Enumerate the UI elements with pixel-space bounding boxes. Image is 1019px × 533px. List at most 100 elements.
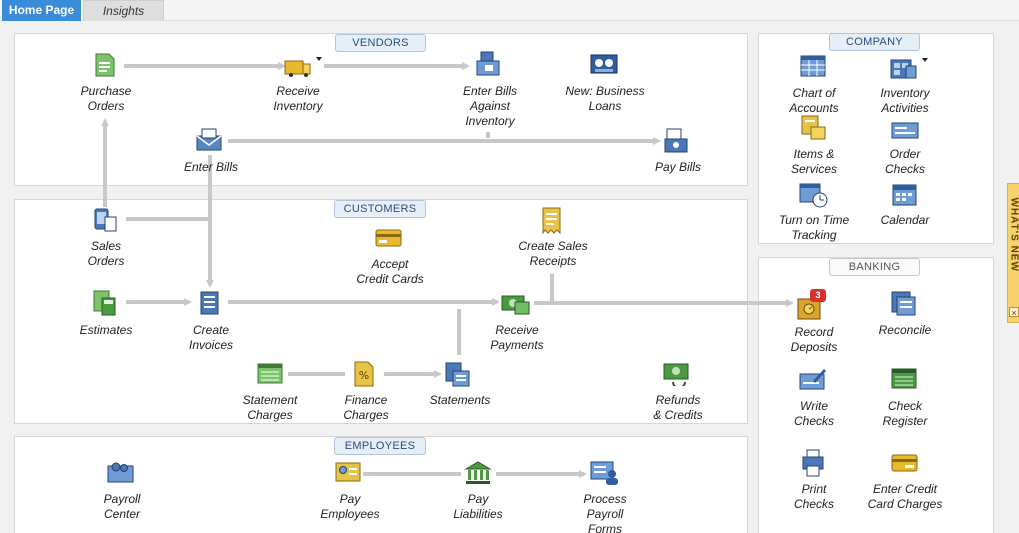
- reconcile-label: Reconcile: [878, 323, 932, 337]
- statements-label: Statements: [429, 393, 491, 407]
- whats-new-side-tab[interactable]: WHAT'S NEW ×: [1007, 183, 1019, 323]
- bank-icon[interactable]: [464, 460, 492, 491]
- record-deposits-count-badge: 3: [810, 289, 826, 302]
- paycheck-icon[interactable]: [335, 461, 363, 490]
- record-deposits[interactable]: Record Deposits: [774, 325, 854, 355]
- write-check-icon[interactable]: [799, 367, 827, 396]
- tab-home-page[interactable]: Home Page: [2, 0, 81, 21]
- tab-insights[interactable]: Insights: [83, 0, 164, 21]
- purchase-orders[interactable]: Purchase Orders: [63, 84, 149, 114]
- new-business-loans-label: New: Business Loans: [565, 84, 645, 113]
- finance-charges[interactable]: Finance Charges: [326, 393, 406, 423]
- process-payroll-forms-label: Process Payroll Forms: [583, 492, 627, 533]
- enter-bills[interactable]: Enter Bills: [170, 160, 252, 175]
- inventory-activities[interactable]: Inventory Activities: [864, 86, 946, 116]
- enter-bills-against-inventory[interactable]: Enter Bills Against Inventory: [444, 84, 536, 129]
- section-company: COMPANY: [829, 33, 920, 51]
- inventory-activities-dropdown[interactable]: [922, 58, 928, 62]
- pay-bills-label: Pay Bills: [654, 160, 701, 174]
- order-checks[interactable]: Order Checks: [865, 147, 945, 177]
- items-icon[interactable]: [801, 115, 827, 146]
- statement-icon[interactable]: [445, 362, 471, 393]
- whats-new-label: WHAT'S NEW: [1008, 197, 1019, 272]
- receive-inventory[interactable]: Receive Inventory: [252, 84, 344, 114]
- pay-employees-label: Pay Employees: [320, 492, 380, 521]
- invoice-icon[interactable]: [200, 291, 220, 320]
- ledger-icon[interactable]: [257, 363, 283, 390]
- envelope-bill-icon[interactable]: [196, 128, 222, 157]
- pay-liabilities[interactable]: Pay Liabilities: [438, 492, 518, 522]
- write-checks[interactable]: Write Checks: [774, 399, 854, 429]
- time-calendar-icon[interactable]: [799, 181, 829, 214]
- company-panel: [758, 33, 994, 244]
- receive-inventory-dropdown[interactable]: [316, 57, 322, 61]
- check-icon[interactable]: [891, 122, 919, 145]
- bill-box-icon[interactable]: [476, 51, 502, 82]
- refunds-credits-label: Refunds & Credits: [653, 393, 703, 422]
- receive-payments-label: Receive Payments: [490, 323, 544, 352]
- calendar-label: Calendar: [880, 213, 930, 227]
- receive-inventory-label: Receive Inventory: [273, 84, 323, 113]
- credit-card-icon[interactable]: [375, 228, 403, 253]
- accept-credit-cards[interactable]: Accept Credit Cards: [340, 257, 440, 287]
- refund-icon[interactable]: [663, 362, 691, 391]
- building-money-icon[interactable]: [590, 52, 618, 81]
- pay-bills-icon[interactable]: [664, 128, 690, 159]
- sales-orders[interactable]: Sales Orders: [66, 239, 146, 269]
- reconcile-icon[interactable]: [891, 291, 917, 322]
- inventory-icon[interactable]: [890, 54, 918, 85]
- create-invoices[interactable]: Create Invoices: [170, 323, 252, 353]
- payroll-center[interactable]: Payroll Center: [82, 492, 162, 522]
- register-icon[interactable]: [891, 368, 917, 395]
- pay-employees[interactable]: Pay Employees: [310, 492, 390, 522]
- write-checks-label: Write Checks: [793, 399, 834, 428]
- cash-icon[interactable]: [501, 293, 531, 320]
- chart-of-accounts-label: Chart of Accounts: [789, 86, 839, 115]
- reconcile[interactable]: Reconcile: [865, 323, 945, 338]
- section-banking: BANKING: [829, 258, 920, 276]
- svg-text:%: %: [359, 369, 369, 382]
- section-customers: CUSTOMERS: [334, 200, 426, 218]
- receipt-icon[interactable]: [541, 207, 563, 240]
- chart-of-accounts[interactable]: Chart of Accounts: [774, 86, 854, 116]
- statement-charges[interactable]: Statement Charges: [228, 393, 312, 423]
- items-services-label: Items & Services: [790, 147, 837, 176]
- calendar-icon[interactable]: [892, 182, 918, 211]
- estimates[interactable]: Estimates: [66, 323, 146, 338]
- create-sales-receipts[interactable]: Create Sales Receipts: [500, 239, 606, 269]
- document-green-icon[interactable]: [95, 53, 115, 82]
- create-sales-receipts-label: Create Sales Receipts: [518, 239, 588, 268]
- percent-doc-icon[interactable]: %: [354, 361, 374, 392]
- phone-order-icon[interactable]: [94, 207, 118, 238]
- payroll-form-icon[interactable]: [590, 460, 620, 491]
- turn-on-time-tracking[interactable]: Turn on Time Tracking: [766, 213, 862, 243]
- statement-charges-label: Statement Charges: [242, 393, 298, 422]
- vendors-panel: [14, 33, 748, 186]
- credit-charge-icon[interactable]: [891, 453, 919, 478]
- process-payroll-forms[interactable]: Process Payroll Forms: [565, 492, 645, 533]
- pay-bills[interactable]: Pay Bills: [640, 160, 716, 175]
- box-truck-icon[interactable]: [284, 55, 312, 82]
- whats-new-close-button[interactable]: ×: [1009, 307, 1019, 318]
- section-employees: EMPLOYEES: [334, 437, 426, 455]
- check-register[interactable]: Check Register: [865, 399, 945, 429]
- refunds-credits[interactable]: Refunds & Credits: [638, 393, 718, 423]
- payroll-center-label: Payroll Center: [103, 492, 141, 521]
- receive-payments[interactable]: Receive Payments: [474, 323, 560, 353]
- printer-icon[interactable]: [802, 449, 824, 482]
- enter-credit-card-charges-label: Enter Credit Card Charges: [867, 482, 943, 511]
- create-invoices-label: Create Invoices: [188, 323, 234, 352]
- enter-bills-label: Enter Bills: [183, 160, 239, 174]
- grid-chart-icon[interactable]: [800, 55, 826, 82]
- deposit-safe-icon[interactable]: [797, 296, 823, 325]
- inventory-activities-label: Inventory Activities: [880, 86, 930, 115]
- calculator-icon[interactable]: [93, 290, 117, 321]
- people-card-icon[interactable]: [107, 460, 135, 489]
- new-business-loans[interactable]: New: Business Loans: [555, 84, 655, 114]
- calendar[interactable]: Calendar: [865, 213, 945, 228]
- print-checks[interactable]: Print Checks: [774, 482, 854, 512]
- enter-bills-against-inventory-label: Enter Bills Against Inventory: [462, 84, 518, 128]
- items-services[interactable]: Items & Services: [774, 147, 854, 177]
- statements[interactable]: Statements: [420, 393, 500, 408]
- enter-credit-card-charges[interactable]: Enter Credit Card Charges: [854, 482, 956, 512]
